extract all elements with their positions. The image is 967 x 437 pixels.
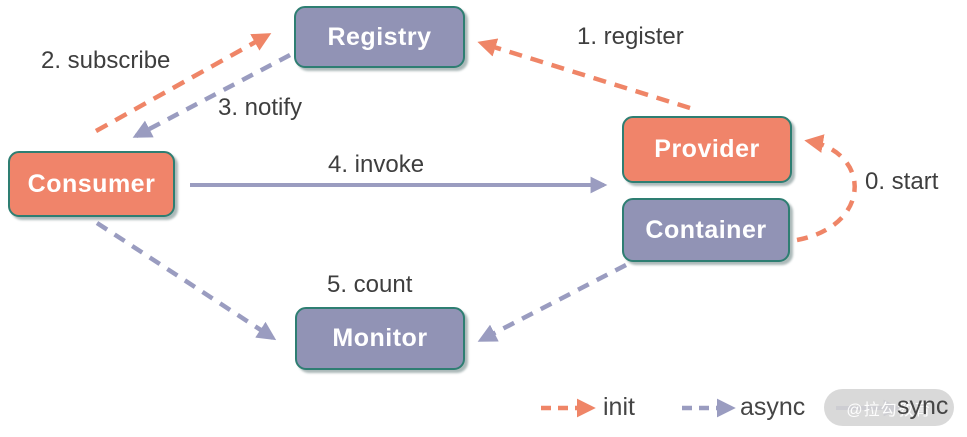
node-container: Container bbox=[622, 198, 790, 262]
edge-subscribe-arrow bbox=[94, 33, 272, 133]
edge-count-label: 5. count bbox=[327, 271, 413, 298]
edge-notify-label: 3. notify bbox=[218, 94, 303, 121]
node-consumer-label: Consumer bbox=[27, 169, 156, 198]
edge-register-label: 1. register bbox=[577, 23, 684, 50]
node-monitor-label: Monitor bbox=[332, 324, 428, 352]
legend-init-label: init bbox=[603, 393, 635, 421]
edge-invoke-label: 4. invoke bbox=[328, 151, 425, 178]
node-monitor: Monitor bbox=[295, 307, 465, 370]
edge-container-monitor-arrow bbox=[477, 263, 628, 342]
legend-sync-label: sync bbox=[897, 392, 949, 420]
legend-async-label: async bbox=[740, 393, 806, 421]
edge-register-arrow bbox=[477, 38, 691, 111]
node-registry: Registry bbox=[294, 6, 465, 68]
node-provider-label: Provider bbox=[654, 135, 760, 163]
edge-notify-arrow bbox=[132, 53, 292, 138]
node-provider: Provider bbox=[622, 116, 792, 183]
node-registry-label: Registry bbox=[327, 22, 432, 51]
node-consumer: Consumer bbox=[8, 151, 175, 217]
edge-start-arc-arrow bbox=[796, 134, 857, 243]
edge-subscribe-label: 2. subscribe bbox=[41, 47, 171, 74]
edge-count-arrow bbox=[95, 221, 277, 341]
node-container-label: Container bbox=[645, 215, 767, 244]
edge-start-label: 0. start bbox=[865, 168, 939, 195]
